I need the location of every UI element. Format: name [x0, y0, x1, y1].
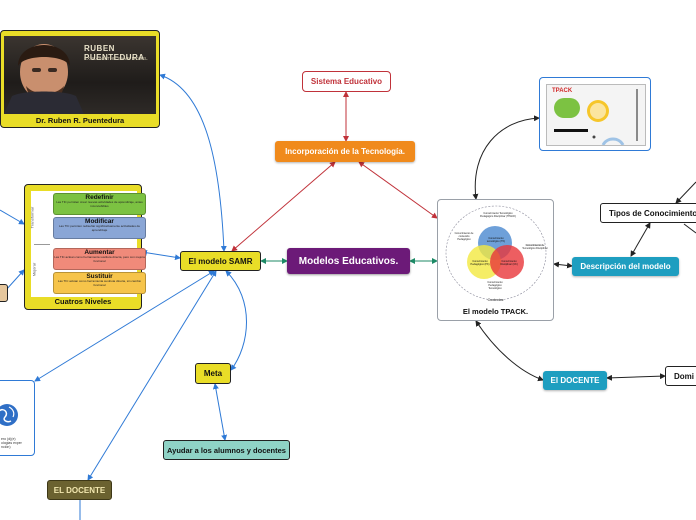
tipos-conocimiento-node[interactable]: Tipos de Conocimiento	[600, 203, 696, 223]
samr-level-redefinir: Redefinir Las TIC permiten crear nuevas …	[53, 193, 146, 215]
descripcion-node[interactable]: Descripción del modelo	[572, 257, 679, 276]
tpack-screen-shapes	[554, 89, 638, 145]
portrait-caption: Dr. Ruben R. Puentedura	[35, 116, 125, 125]
portrait-figure	[4, 44, 84, 114]
globe-card-line-2: ologias exper	[1, 441, 22, 445]
level-desc: Las TIC actúan como herramienta sustitut…	[54, 255, 145, 263]
tpack-venn-diagram	[445, 205, 547, 301]
domi-node[interactable]: Domi	[665, 366, 696, 386]
tpack-circle-pk: Conocimiento Pedagógico (PK)	[470, 260, 490, 266]
tpack-screen: TPACK	[546, 84, 646, 146]
sistema-educativo-node[interactable]: Sistema Educativo	[302, 71, 391, 92]
samr-levels-diagram: Transformar Mejorar Redefinir Las TIC pe…	[29, 191, 146, 297]
samr-level-sustituir: Sustituir Las TIC actúan como herramient…	[53, 272, 146, 294]
partial-tan-node[interactable]	[0, 284, 8, 302]
tpack-card[interactable]: Conocimiento Tecnológico Pedagógico Disc…	[437, 199, 554, 321]
tpack-context: Contextos	[487, 298, 504, 302]
tpack-outer-pck: Conocimiento de contenido Pedagógico	[454, 232, 474, 241]
central-node[interactable]: Modelos Educativos.	[287, 248, 410, 274]
level-name: Modificar	[85, 218, 114, 225]
tipos-conocimiento-label: Tipos de Conocimiento	[609, 208, 696, 218]
samr-node[interactable]: El modelo SAMR	[180, 251, 261, 271]
tpack-caption: El modelo TPACK.	[462, 307, 529, 316]
level-name: Sustituir	[86, 273, 113, 280]
globe-card[interactable]: ero (d)(e) ologias exper nción)	[0, 380, 35, 456]
side-divider	[34, 244, 50, 245]
tpack-circle-tk: Conocimiento tecnológico (TK)	[486, 237, 506, 243]
side-label-mejorar: Mejorar	[31, 262, 37, 277]
tpack-outer-tck: Conocimiento de Tecnológico Disciplinar	[522, 244, 548, 250]
level-desc: Las TIC actúan como herramienta sustitut…	[57, 279, 142, 287]
portrait-image: RUBEN PUENTEDURA EXPLAINS THE SAMR MODEL	[4, 36, 156, 114]
samr-level-aumentar: Aumentar Las TIC actúan como herramienta…	[53, 248, 146, 270]
ayudar-node[interactable]: Ayudar a los alumnos y docentes	[163, 440, 290, 460]
el-docente-tpack-node[interactable]: El DOCENTE	[543, 371, 607, 390]
puentedura-portrait-card[interactable]: RUBEN PUENTEDURA EXPLAINS THE SAMR MODEL…	[0, 30, 160, 128]
level-desc: Las TIC permiten crear nuevas actividade…	[56, 200, 143, 208]
tpack-circle-ck: Conocimiento Disciplinar (CK)	[500, 260, 518, 266]
globe-card-line-3: nción)	[1, 445, 11, 449]
tpack-title-top: Conocimiento Tecnológico Pedagógico Disc…	[480, 212, 516, 218]
tpack-outer-tpk: Conocimiento Pedagógico Tecnológico	[487, 281, 503, 290]
samr-level-modificar: Modificar Las TIC permiten rediseñar sig…	[53, 217, 146, 239]
samr-levels-caption: Cuatros Niveles	[54, 297, 112, 306]
globe-icon	[0, 404, 18, 426]
domi-label: Domi	[674, 371, 694, 381]
level-desc: Las TIC permiten rediseñar significativa…	[59, 224, 140, 232]
samr-levels-card[interactable]: Transformar Mejorar Redefinir Las TIC pe…	[24, 184, 146, 310]
side-label-transformar: Transformar	[29, 206, 35, 229]
tecnologia-node[interactable]: Incorporación de la Tecnología.	[275, 141, 415, 162]
portrait-overlay-title: RUBEN PUENTEDURA	[84, 44, 145, 62]
level-name: Aumentar	[84, 249, 115, 256]
portrait-overlay-subtitle: EXPLAINS THE SAMR MODEL	[84, 56, 148, 61]
tpack-screen-label: TPACK	[552, 88, 573, 94]
level-name: Redefinir	[85, 194, 114, 201]
globe-card-line-1: ero (d)(e)	[1, 437, 16, 441]
tpack-screen-card[interactable]: TPACK	[539, 77, 651, 151]
meta-node[interactable]: Meta	[195, 363, 231, 384]
el-docente-samr-node[interactable]: EL DOCENTE	[47, 480, 112, 500]
